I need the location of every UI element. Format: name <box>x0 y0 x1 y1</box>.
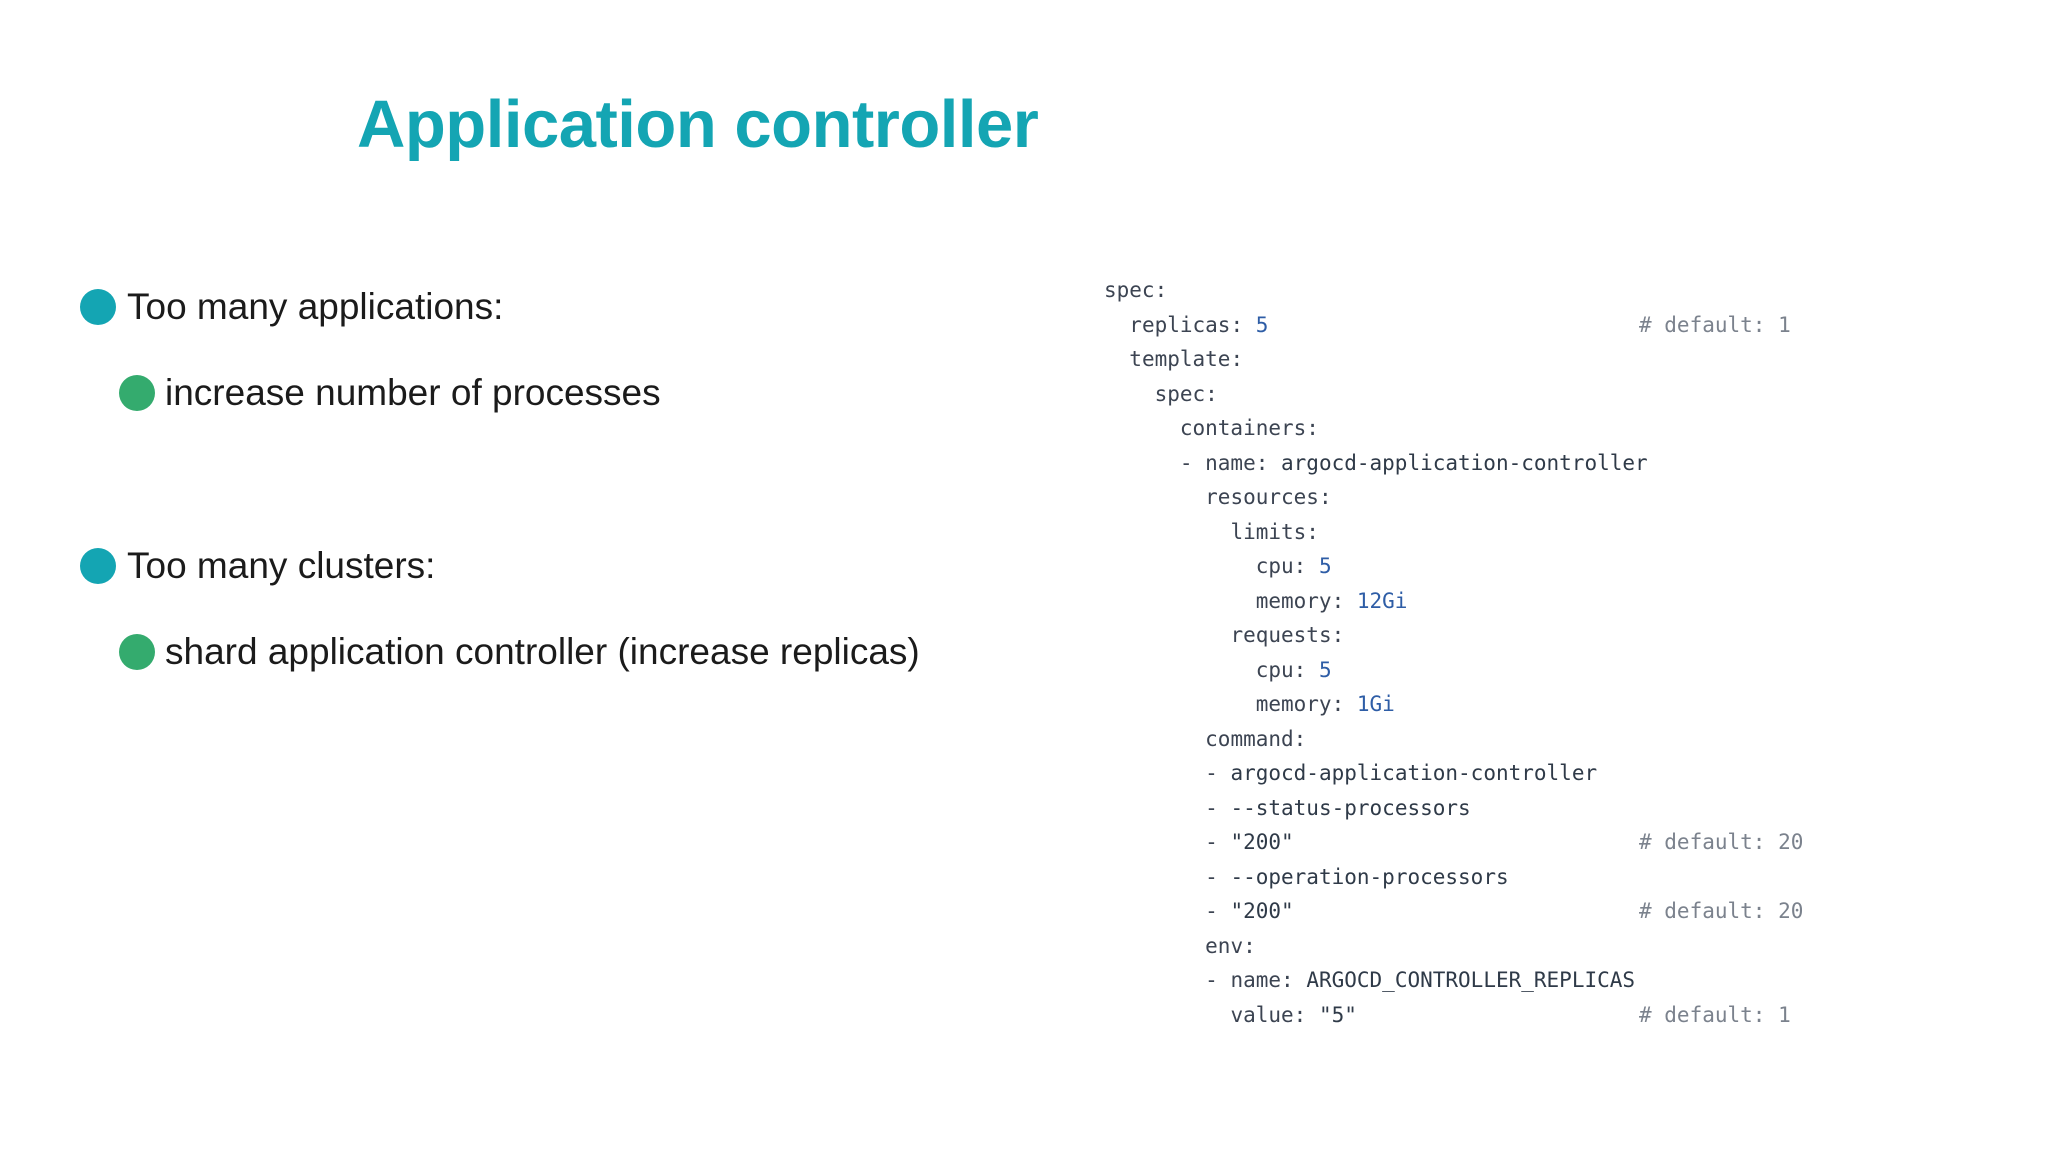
code-line: requests: <box>1104 618 1648 653</box>
code-indent <box>1104 865 1205 889</box>
code-indent <box>1104 382 1155 406</box>
code-key: - name: <box>1179 450 1269 475</box>
bullet-clusters: Too many clusters: <box>80 545 435 587</box>
code-value: "200" <box>1230 830 1294 854</box>
code-indent <box>1104 347 1129 371</box>
code-line: replicas: 5 # default: 1 <box>1104 308 1790 343</box>
code-value: "200" <box>1230 899 1294 923</box>
code-key: command: <box>1205 726 1307 751</box>
code-line: limits: <box>1104 515 1648 550</box>
code-key: - name: <box>1205 968 1294 992</box>
code-key: cpu: <box>1255 554 1307 578</box>
code-value: ARGOCD_CONTROLLER_REPLICAS <box>1293 968 1636 992</box>
code-value: 12Gi <box>1344 588 1408 613</box>
code-line: - --operation-processors <box>1104 860 1648 895</box>
bullet-dot-icon <box>119 634 155 670</box>
code-key: replicas: <box>1129 312 1244 337</box>
yaml-code-block: spec: replicas: 5# default: 1 template: … <box>1104 273 1803 1033</box>
code-value: 5 <box>1306 657 1332 682</box>
code-key: - <box>1205 864 1231 889</box>
code-key: resources: <box>1205 485 1332 509</box>
code-comment: # default: 1 <box>1639 1002 1791 1027</box>
code-line: - --status-processors <box>1104 791 1648 826</box>
code-line: memory: 12Gi <box>1104 584 1648 619</box>
code-line: spec: <box>1104 377 1648 412</box>
code-comment: # default: 20 <box>1639 899 1804 923</box>
code-indent <box>1104 623 1230 647</box>
code-value: --status-processors <box>1230 795 1471 820</box>
code-comment: # default: 1 <box>1639 312 1791 337</box>
bullet-applications: Too many applications: <box>80 286 503 328</box>
code-line: template: <box>1104 342 1648 377</box>
code-line: command: <box>1104 722 1648 757</box>
code-value: 5 <box>1243 312 1269 337</box>
code-key: - <box>1205 830 1231 854</box>
code-indent <box>1104 968 1205 992</box>
code-line: resources: <box>1104 480 1648 515</box>
sub-bullet-processes: increase number of processes <box>119 372 661 414</box>
code-indent <box>1104 761 1205 785</box>
code-indent <box>1104 520 1230 544</box>
code-indent <box>1104 658 1256 682</box>
code-value: argocd-application-controller <box>1230 761 1598 785</box>
code-indent <box>1104 727 1205 751</box>
code-indent <box>1104 554 1256 578</box>
sub-bullet-text: increase number of processes <box>165 372 661 413</box>
code-line: - name: argocd-application-controller <box>1104 446 1648 481</box>
code-line: cpu: 5 <box>1104 653 1648 688</box>
code-value: "5" <box>1306 1002 1357 1027</box>
code-indent <box>1104 934 1205 958</box>
code-line: value: "5" # default: 1 <box>1104 998 1790 1033</box>
code-indent <box>1104 830 1205 854</box>
code-indent <box>1104 899 1205 923</box>
sub-bullet-sharding: shard application controller (increase r… <box>119 631 920 673</box>
code-key: requests: <box>1230 623 1345 647</box>
slide-title: Application controller <box>357 87 1039 162</box>
code-key: containers: <box>1179 416 1319 440</box>
code-indent <box>1104 796 1205 820</box>
bullet-text: Too many clusters: <box>127 545 436 586</box>
bullet-dot-icon <box>80 548 116 584</box>
code-line: containers: <box>1104 411 1648 446</box>
code-key: env: <box>1205 933 1256 958</box>
code-line: env: <box>1104 929 1648 964</box>
code-value: argocd-application-controller <box>1268 450 1648 475</box>
code-key: limits: <box>1230 519 1319 544</box>
code-key: spec: <box>1154 381 1218 406</box>
code-indent <box>1104 692 1256 716</box>
code-indent <box>1104 313 1129 337</box>
code-key: memory: <box>1255 692 1345 716</box>
code-key: - <box>1205 899 1231 923</box>
code-key: spec: <box>1104 278 1168 302</box>
code-line: - argocd-application-controller <box>1104 756 1648 791</box>
code-comment: # default: 20 <box>1639 830 1804 854</box>
code-indent <box>1104 485 1205 509</box>
code-line: - name: ARGOCD_CONTROLLER_REPLICAS <box>1104 963 1648 998</box>
code-key: - <box>1205 761 1231 785</box>
code-line: spec: <box>1104 273 1648 308</box>
code-line: memory: 1Gi <box>1104 687 1648 722</box>
code-indent <box>1104 1003 1230 1027</box>
code-key: value: <box>1230 1002 1307 1027</box>
code-indent <box>1104 416 1180 440</box>
code-indent <box>1104 589 1256 613</box>
bullet-dot-icon <box>80 289 116 325</box>
sub-bullet-text: shard application controller (increase r… <box>165 631 920 672</box>
code-indent <box>1104 451 1180 475</box>
code-value: --operation-processors <box>1230 864 1509 889</box>
code-key: - <box>1205 795 1231 820</box>
code-line: - "200" # default: 20 <box>1104 825 1803 860</box>
code-line: cpu: 5 <box>1104 549 1648 584</box>
bullet-dot-icon <box>119 375 155 411</box>
code-key: memory: <box>1255 588 1345 613</box>
code-line: - "200" # default: 20 <box>1104 894 1803 929</box>
bullet-text: Too many applications: <box>127 286 504 327</box>
code-key: cpu: <box>1255 657 1307 682</box>
code-key: template: <box>1129 347 1244 371</box>
code-value: 1Gi <box>1344 692 1395 716</box>
code-value: 5 <box>1306 554 1332 578</box>
